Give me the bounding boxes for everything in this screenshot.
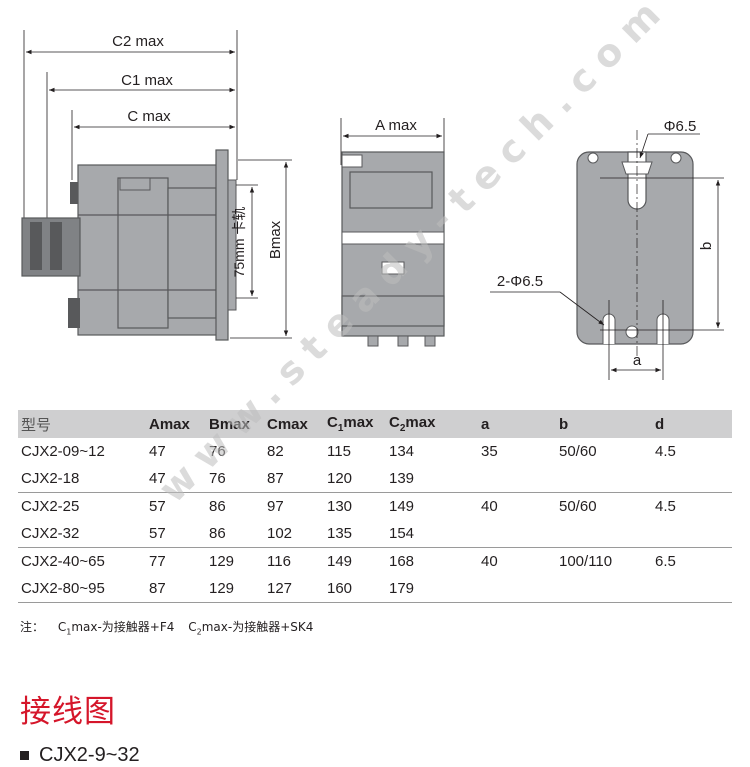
cell-amax: 47 [149, 443, 166, 460]
cell-d [652, 520, 732, 548]
cell-c1max: 115 [327, 443, 351, 460]
cell-c2max: 154 [386, 520, 478, 548]
mount-view: b a Φ6.5 2-Φ6.5 [490, 118, 724, 380]
phi-bottom-label: 2-Φ6.5 [497, 273, 543, 290]
cell-a: 40 [481, 553, 498, 570]
cell-cmax: 97 [267, 498, 284, 515]
dimension-drawing: C2 max C1 max C max Bmax 75mm 卡轨 [21, 30, 724, 380]
b-dimension-label: b [698, 242, 715, 250]
cell-d: 4.5 [655, 443, 676, 460]
c-max-label: C max [127, 108, 171, 125]
cell-model: CJX2-40~65 [21, 553, 105, 570]
front-view: A max [340, 117, 445, 347]
cell-amax: 47 [146, 465, 206, 493]
cell-model: CJX2-25 [21, 498, 80, 515]
cell-d: 6.5 [655, 553, 676, 570]
cell-a: 40 [481, 498, 498, 515]
column-header: b [556, 410, 652, 438]
rail-label: 75mm 卡轨 [231, 207, 247, 278]
cell-amax: 57 [149, 498, 166, 515]
cell-d [652, 575, 732, 603]
cell-c1max: 135 [324, 520, 386, 548]
note-item-1: C1max-为接触器+F4 [57, 620, 175, 637]
cell-model: CJX2-18 [18, 465, 146, 493]
cell-c2max: 134 [389, 443, 415, 460]
cell-c2max: 168 [389, 553, 415, 570]
cell-cmax: 102 [264, 520, 324, 548]
table-note: 注： C1max-为接触器+F4 C2max-为接触器+SK4 [20, 618, 323, 636]
bullet-square-icon [20, 751, 29, 760]
cell-d [652, 465, 732, 493]
cell-cmax: 82 [267, 443, 284, 460]
cell-b [556, 520, 652, 548]
cell-a [478, 520, 556, 548]
b-max-label: Bmax [267, 220, 284, 259]
cell-cmax: 116 [267, 553, 291, 570]
a-max-label: A max [375, 117, 417, 134]
cell-cmax: 87 [264, 465, 324, 493]
subsection-label: CJX2-9~32 [39, 744, 140, 766]
note-prefix: 注： [20, 620, 45, 634]
cell-bmax: 76 [206, 465, 264, 493]
table-row: CJX2-25 57 86 97 130 149 40 50/60 4.5 [18, 493, 732, 521]
cell-bmax: 86 [209, 498, 226, 515]
a-dimension-label: a [633, 352, 642, 369]
cell-c1max: 149 [327, 553, 353, 570]
column-header: C2max [386, 410, 478, 438]
cell-cmax: 127 [264, 575, 324, 603]
cell-model: CJX2-09~12 [21, 443, 105, 460]
column-header: Bmax [206, 410, 264, 438]
cell-c1max: 120 [324, 465, 386, 493]
cell-b [556, 465, 652, 493]
cell-model: CJX2-32 [18, 520, 146, 548]
cell-a [478, 465, 556, 493]
cell-bmax: 129 [206, 575, 264, 603]
side-view: C2 max C1 max C max Bmax 75mm 卡轨 [21, 30, 292, 341]
column-header: a [478, 410, 556, 438]
cell-bmax: 86 [206, 520, 264, 548]
cell-c1max: 160 [324, 575, 386, 603]
c2-max-label: C2 max [112, 33, 164, 50]
column-header: Amax [146, 410, 206, 438]
subsection-heading: CJX2-9~32 [20, 744, 140, 767]
cell-b: 50/60 [559, 498, 597, 515]
cell-c2max: 149 [389, 498, 415, 515]
cell-amax: 87 [146, 575, 206, 603]
column-header: d [652, 410, 732, 438]
section-title: 接线图 [20, 694, 116, 730]
cell-c2max: 179 [386, 575, 478, 603]
cell-model: CJX2-80~95 [18, 575, 146, 603]
cell-a: 35 [481, 443, 498, 460]
table-row: CJX2-09~12 47 76 82 115 134 35 50/60 4.5 [18, 438, 732, 465]
din-rail [215, 149, 229, 341]
cell-a [478, 575, 556, 603]
cell-amax: 77 [149, 553, 166, 570]
cell-bmax: 129 [209, 553, 235, 570]
note-item-2: C2max-为接触器+SK4 [188, 620, 314, 637]
cell-c1max: 130 [327, 498, 353, 515]
cell-amax: 57 [146, 520, 206, 548]
table-row: CJX2-40~65 77 129 116 149 168 40 100/110 6.5 [18, 548, 732, 576]
phi-top-label: Φ6.5 [664, 118, 697, 135]
cell-b: 50/60 [559, 443, 597, 460]
column-header: 型号 [18, 410, 146, 438]
cell-d: 4.5 [655, 498, 676, 515]
cell-bmax: 76 [209, 443, 226, 460]
cell-b: 100/110 [559, 553, 613, 570]
column-header: C1max [324, 410, 386, 438]
cell-c2max: 139 [386, 465, 478, 493]
column-header: Cmax [264, 410, 324, 438]
c1-max-label: C1 max [121, 72, 173, 89]
cell-b [556, 575, 652, 603]
